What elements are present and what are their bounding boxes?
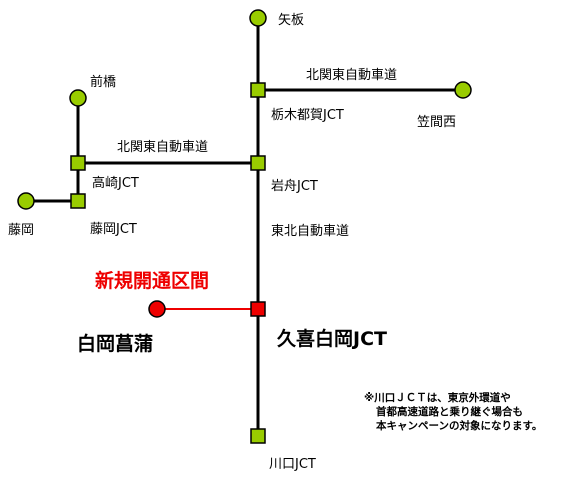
maebashi-label: 前橋 <box>90 74 116 90</box>
takasaki-jct-node[interactable] <box>70 155 86 171</box>
tochigi-tsuga-jct-node[interactable] <box>250 82 266 98</box>
fujioka-jct-label: 藤岡JCT <box>90 222 137 237</box>
kitakanto-east-label: 北関東自動車道 <box>306 67 397 83</box>
shiraoka-shobu-label: 白岡菖蒲 <box>77 332 153 355</box>
yaita-label: 矢板 <box>278 13 304 28</box>
tohoku-expressway-label: 東北自動車道 <box>271 223 349 239</box>
fujioka-label: 藤岡 <box>8 223 34 238</box>
new-section-label: 新規開通区間 <box>95 269 209 292</box>
iwafune-jct-node[interactable] <box>250 155 266 171</box>
takasaki-jct-label: 高崎JCT <box>92 175 139 191</box>
fujioka-node[interactable] <box>17 192 35 210</box>
kuki-shiraoka-jct-node[interactable] <box>250 301 266 317</box>
note-line-3: 本キャンペーンの対象になります。 <box>376 419 542 432</box>
kasama-nishi-label: 笠間西 <box>417 115 456 130</box>
kawaguchi-jct-label: 川口JCT <box>269 457 316 472</box>
kuki-shiraoka-jct-label: 久喜白岡JCT <box>277 327 387 350</box>
note-line-2: 首都高速道路と乗り継ぐ場合も <box>376 405 523 418</box>
tochigi-tsuga-jct-label: 栃木都賀JCT <box>271 108 344 123</box>
iwafune-jct-label: 岩舟JCT <box>271 179 318 194</box>
kasama-nishi-node[interactable] <box>454 81 472 99</box>
kitakanto-west-label: 北関東自動車道 <box>117 139 208 155</box>
yaita-node[interactable] <box>249 9 267 27</box>
maebashi-node[interactable] <box>69 89 87 107</box>
note-line-1: ※川口ＪＣＴは、東京外環道や <box>364 391 511 404</box>
fujioka-jct-node[interactable] <box>70 193 86 209</box>
kawaguchi-jct-node[interactable] <box>250 428 266 444</box>
shiraoka-shobu-node[interactable] <box>148 300 166 318</box>
